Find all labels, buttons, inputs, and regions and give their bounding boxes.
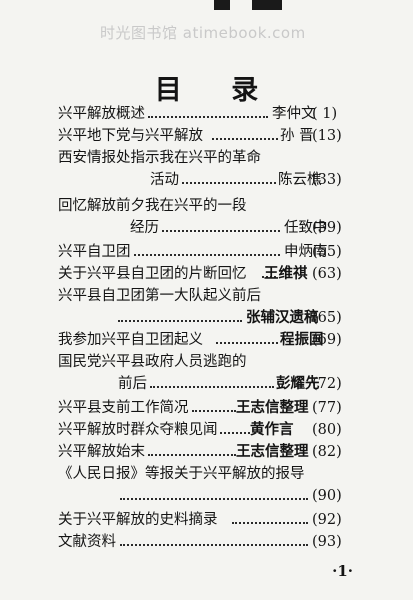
- entry-title: 回忆解放前夕我在兴平的一段: [58, 198, 247, 214]
- entry-page: ( 1): [312, 106, 338, 122]
- toc-entry[interactable]: 回忆解放前夕我在兴平的一段 经历 任致中 (39): [0, 195, 413, 239]
- entry-page: (63): [312, 266, 342, 282]
- entry-page: (33): [312, 172, 342, 188]
- entry-title: 兴平县支前工作简况: [58, 400, 189, 416]
- leader-dots: [150, 386, 274, 388]
- leader-dots: [212, 138, 278, 140]
- leader-dots: [120, 544, 308, 546]
- entry-title: 西安情报处指示我在兴平的革命: [58, 150, 261, 166]
- leader-dots: [192, 410, 236, 412]
- toc-entry[interactable]: 兴平解放始末 王志信整理 (82): [0, 441, 413, 463]
- entry-title-cont: 经历: [130, 220, 159, 236]
- entry-title: 兴平解放时群众夺粮见闻: [58, 422, 218, 438]
- entry-title: 关于兴平县自卫团的片断回忆: [58, 266, 247, 282]
- scan-mark: [214, 0, 230, 10]
- entry-author: 孙 晋: [280, 128, 314, 144]
- leader-dots: [262, 276, 276, 278]
- toc-entry[interactable]: 国民党兴平县政府人员逃跑的 前后 彭耀先 (72): [0, 351, 413, 395]
- toc-entry[interactable]: 兴平自卫团 申炳南 (55): [0, 241, 413, 263]
- toc-entry[interactable]: 我参加兴平自卫团起义 程振国 (69): [0, 329, 413, 351]
- leader-dots: [220, 432, 250, 434]
- toc-entry[interactable]: 《人民日报》等报关于兴平解放的报导 (90): [0, 463, 413, 507]
- leader-dots: [120, 498, 308, 500]
- entry-page: (77): [312, 400, 342, 416]
- entry-author: 程振国: [280, 331, 324, 348]
- leader-dots: [182, 182, 276, 184]
- top-edge: [0, 0, 413, 14]
- entry-page: (69): [312, 332, 342, 348]
- entry-page: (90): [312, 488, 342, 504]
- toc-entry[interactable]: 文献资料 (93): [0, 531, 413, 553]
- entry-page: (92): [312, 512, 342, 528]
- entry-author: 王维祺: [264, 265, 308, 282]
- entry-title: 我参加兴平自卫团起义: [58, 332, 203, 348]
- entry-page: (65): [312, 310, 342, 326]
- toc-entry[interactable]: 西安情报处指示我在兴平的革命 活动 陈云樵 (33): [0, 147, 413, 191]
- entry-title: 兴平县自卫团第一大队起义前后: [58, 288, 261, 304]
- toc-entry[interactable]: 兴平解放概述 李仲文 ( 1): [0, 103, 413, 125]
- toc-entry[interactable]: 兴平县自卫团第一大队起义前后 张辅汉遗稿 (65): [0, 285, 413, 329]
- entry-author: 李仲文: [272, 106, 316, 122]
- entry-title: 文献资料: [58, 534, 116, 550]
- entry-page: (82): [312, 444, 342, 460]
- leader-dots: [216, 342, 278, 344]
- entry-page: (55): [312, 244, 342, 260]
- entry-author: 张辅汉遗稿: [246, 309, 319, 326]
- entry-title: 《人民日报》等报关于兴平解放的报导: [58, 466, 305, 482]
- entry-title: 兴平地下党与兴平解放: [58, 128, 203, 144]
- leader-dots: [118, 320, 242, 322]
- scan-mark: [252, 0, 282, 10]
- entry-author: 王志信整理: [236, 399, 309, 416]
- entry-title: 兴平自卫团: [58, 244, 131, 260]
- entry-author: 任致中: [284, 220, 328, 236]
- entry-page: (39): [312, 220, 342, 236]
- entry-title: 兴平解放概述: [58, 106, 145, 122]
- leader-dots: [232, 522, 308, 524]
- entry-page: (13): [312, 128, 342, 144]
- toc-entry[interactable]: 关于兴平解放的史料摘录 (92): [0, 509, 413, 531]
- entry-author: 申炳南: [284, 244, 328, 260]
- entry-title-cont: 活动: [150, 172, 179, 188]
- entry-title: 关于兴平解放的史料摘录: [58, 512, 218, 528]
- entry-title: 国民党兴平县政府人员逃跑的: [58, 354, 247, 370]
- leader-dots: [162, 230, 280, 232]
- entry-author: 黄作言: [250, 421, 294, 438]
- entry-author: 王志信整理: [236, 443, 309, 460]
- leader-dots: [148, 454, 236, 456]
- entry-page: (80): [312, 422, 342, 438]
- entry-page: (72): [312, 376, 342, 392]
- entry-author: 陈云樵: [278, 172, 322, 188]
- page-number: ·1·: [332, 562, 353, 580]
- entry-page: (93): [312, 534, 342, 550]
- entry-title-cont: 前后: [118, 376, 147, 392]
- entry-author: 彭耀先: [276, 375, 320, 392]
- toc-entry[interactable]: 兴平地下党与兴平解放 孙 晋 (13): [0, 125, 413, 147]
- watermark: 时光图书馆 atimebook.com: [100, 24, 306, 42]
- entry-title: 兴平解放始末: [58, 444, 145, 460]
- leader-dots: [134, 254, 280, 256]
- toc-entry[interactable]: 关于兴平县自卫团的片断回忆 王维祺 (63): [0, 263, 413, 285]
- toc-entry[interactable]: 兴平县支前工作简况 王志信整理 (77): [0, 397, 413, 419]
- page-title: 目 录: [154, 75, 279, 106]
- leader-dots: [148, 116, 268, 118]
- toc-entry[interactable]: 兴平解放时群众夺粮见闻 黄作言 (80): [0, 419, 413, 441]
